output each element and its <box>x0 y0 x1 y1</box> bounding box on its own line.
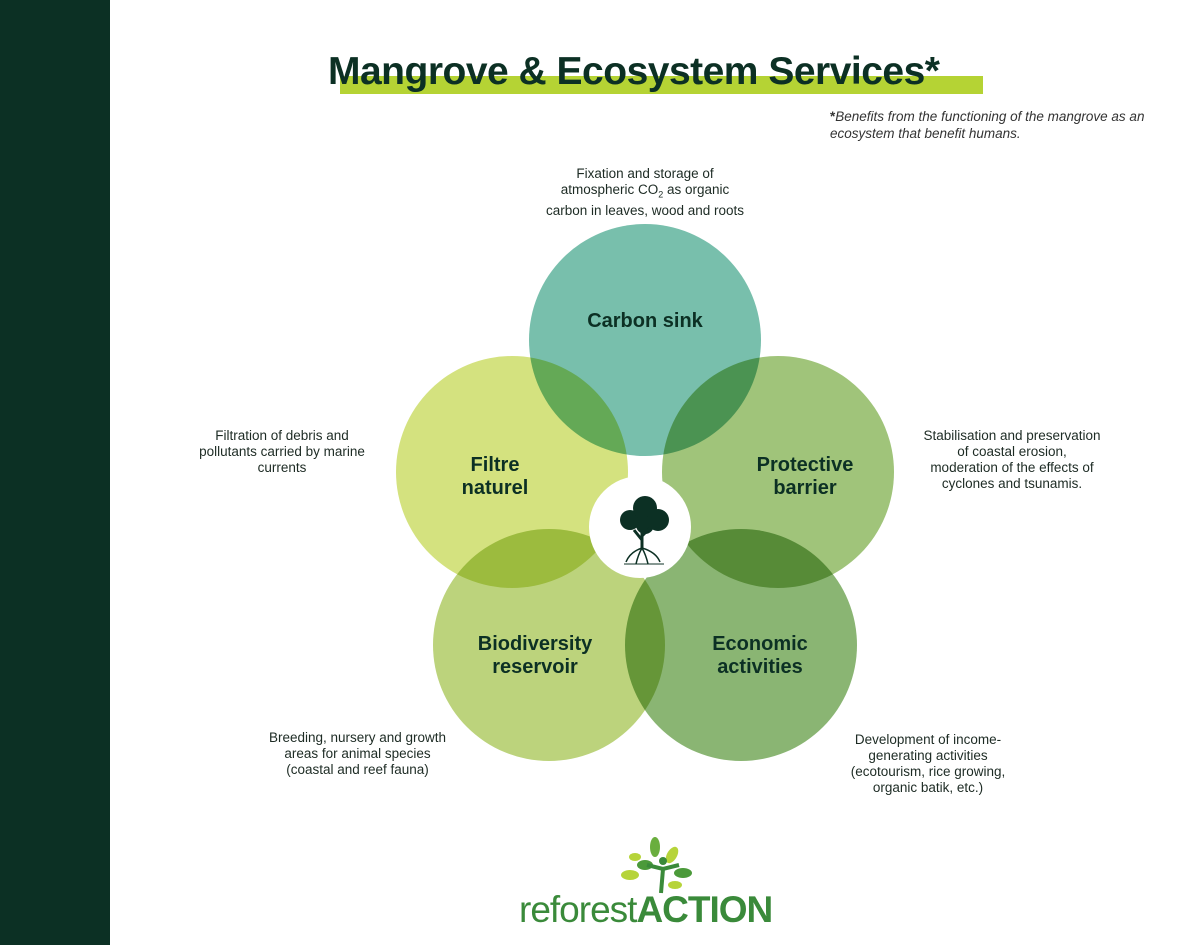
mangrove-tree-icon <box>620 496 669 565</box>
desc-biodiversity-reservoir: Breeding, nursery and growth areas for a… <box>268 730 447 777</box>
label-biodiversity-reservoir: Biodiversity reservoir <box>477 633 593 678</box>
footnote-marker: * <box>830 109 836 124</box>
desc-filtre-naturel: Filtration of debris and pollutants carr… <box>199 428 365 475</box>
circle-economic-activities <box>625 529 857 761</box>
label-economic-activities: Economic activities <box>712 633 808 678</box>
page-title: Mangrove & Ecosystem Services* <box>328 50 940 93</box>
desc-subscript: 2 <box>658 189 664 200</box>
label-protective-barrier: Protective barrier <box>756 454 854 499</box>
logo-wordmark: reforestACTION <box>519 889 773 931</box>
desc-carbon-sink: Fixation and storage of atmospheric CO2 … <box>545 166 745 219</box>
footnote-text: Benefits from the functioning of the man… <box>830 109 1145 141</box>
circle-protective-barrier <box>662 356 894 588</box>
circle-filtre-naturel <box>396 356 628 588</box>
desc-text: Fixation and storage of atmospheric CO <box>560 166 714 197</box>
logo-part1: reforest <box>519 889 637 930</box>
logo-tree-icon <box>621 837 692 894</box>
title-highlight <box>340 76 983 94</box>
circle-biodiversity-reservoir <box>433 529 665 761</box>
reforest-action-logo: reforestACTION <box>515 835 785 930</box>
logo-part2: ACTION <box>636 889 773 930</box>
desc-economic-activities: Development of income-generating activit… <box>850 732 1006 795</box>
label-filtre-naturel: Filtre naturel <box>461 454 529 499</box>
sidebar-band <box>0 0 110 945</box>
label-carbon-sink: Carbon sink <box>587 310 703 332</box>
footnote: *Benefits from the functioning of the ma… <box>830 108 1180 142</box>
desc-protective-barrier: Stabilisation and preservation of coasta… <box>923 428 1101 491</box>
desc-text: as organic carbon in leaves, wood and ro… <box>545 182 745 218</box>
